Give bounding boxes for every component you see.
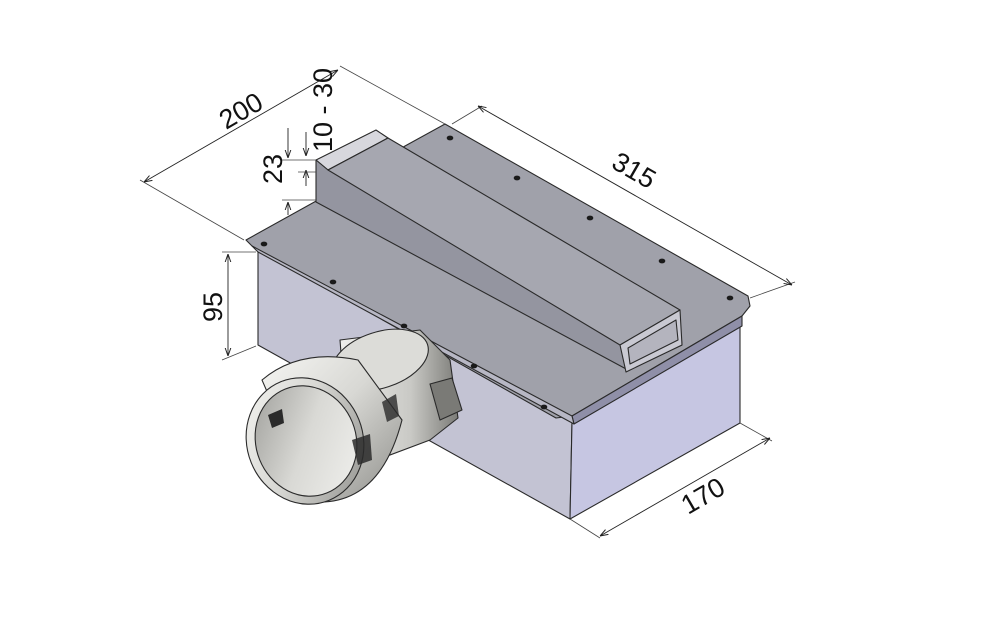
dimension-adjust-label: 10 - 30 [308,68,338,152]
dimension-170-line [600,438,770,536]
pipe-connector [245,328,463,505]
dimension-200-line [144,70,338,182]
dimension-flange-label: 23 [258,154,288,184]
screw-hole [329,279,337,285]
screw-hole [470,363,478,369]
screw-hole [726,295,734,301]
dimension-height-label: 95 [198,292,228,322]
screw-hole [446,135,454,141]
extension-line [739,422,773,442]
extension-line [569,518,601,539]
dimension-width-label: 200 [214,87,268,136]
dimension-depth-label: 170 [676,472,730,521]
dimension-length-label: 315 [607,146,661,195]
extension-line [339,65,446,125]
screw-hole [540,404,548,410]
extension-line [221,345,257,361]
pipe-slot [352,434,372,465]
dimension-315-line [478,106,792,285]
extension-line [749,281,796,299]
extension-line [451,105,483,125]
pipe-slot [268,409,284,428]
screw-hole [400,323,408,329]
screw-hole [260,241,268,247]
extension-line [139,179,245,241]
screw-hole [586,215,594,221]
dimension-lines [139,65,796,539]
pipe-slot [382,394,399,422]
screw-hole [513,175,521,181]
screw-hole [658,258,666,264]
channel-end-inner [627,319,679,365]
collar-clip [429,377,463,421]
